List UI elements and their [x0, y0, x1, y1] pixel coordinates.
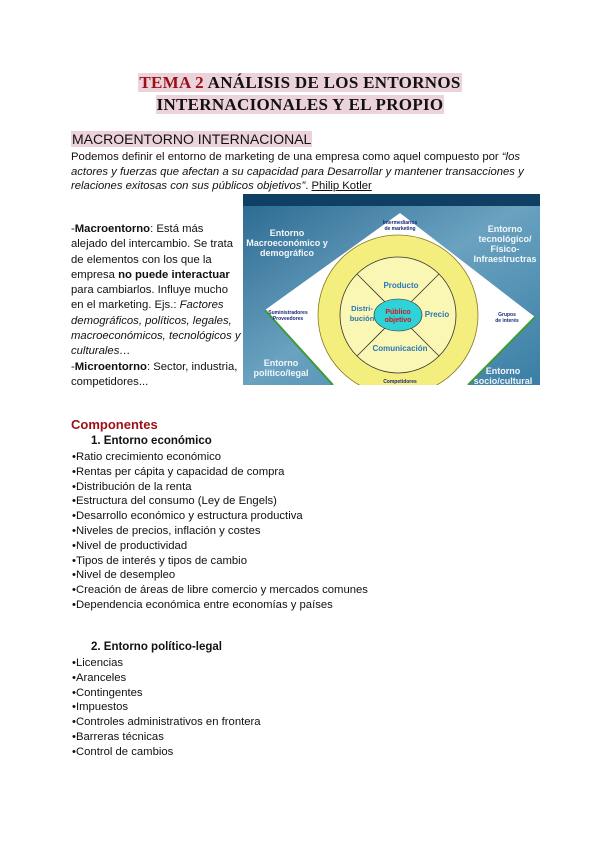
corner-label-tecnologico: Infraestructras: [473, 254, 536, 264]
list-item: Controles administrativos en frontera: [72, 715, 261, 730]
corner-label-politico: Entorno: [264, 358, 299, 368]
macro-label: Macroentorno: [74, 223, 151, 235]
title-text: ANÁLISIS DE LOS ENTORNOS: [207, 73, 461, 92]
intro-text: Podemos definir el entorno de marketing …: [71, 151, 502, 163]
corner-label-macroeconomico: demográfico: [260, 248, 315, 258]
corner-label-tecnologico: Entorno: [488, 224, 523, 234]
quadrant-precio: Precio: [425, 310, 450, 319]
group-title-economico: 1. Entorno económico: [91, 435, 212, 447]
group-title-politico: 2. Entorno político-legal: [91, 641, 222, 653]
list-item: Control de cambios: [72, 745, 261, 760]
edge-label-suministradores: Suministradores: [268, 310, 308, 316]
corner-label-macroeconomico: Macroeconómico y: [246, 238, 328, 248]
list-item: Desarrollo económico y estructura produc…: [72, 509, 368, 524]
corner-label-macroeconomico: Entorno: [270, 228, 305, 238]
list-item: Creación de áreas de libre comercio y me…: [72, 583, 368, 598]
section-heading: MACROENTORNO INTERNACIONAL: [71, 131, 313, 147]
corner-label-sociocultural: Entorno: [486, 366, 521, 376]
center-ellipse: [373, 298, 423, 332]
quadrant-distribucion: Distri-: [351, 304, 373, 313]
list-item: Ratio crecimiento económico: [72, 450, 368, 465]
edge-label-suministradores: Proveedores: [273, 316, 304, 322]
edge-label-grupos: Grupos: [498, 312, 516, 318]
center-publico-objetivo: Público: [385, 309, 410, 316]
tema-label: TEMA 2: [139, 73, 204, 92]
corner-label-politico: político/legal: [253, 368, 308, 378]
edge-label-competidores: Competidores: [383, 379, 417, 385]
list-item: Dependencia económica entre economías y …: [72, 598, 368, 613]
macro-text: : Está más alejado del intercambio. Se t…: [71, 223, 234, 281]
corner-label-tecnologico: tecnológico/: [478, 234, 532, 244]
list-item: Nivel de productividad: [72, 539, 368, 554]
intro-paragraph: Podemos definir el entorno de marketing …: [71, 150, 531, 194]
list-item: Estructura del consumo (Ley de Engels): [72, 494, 368, 509]
quadrant-distribucion: bución: [350, 314, 375, 323]
list-item: Barreras técnicas: [72, 730, 261, 745]
corner-label-tecnologico: Físico-: [490, 244, 519, 254]
list-item: Rentas per cápita y capacidad de compra: [72, 465, 368, 480]
corner-label-sociocultural: socio/cultural: [474, 376, 533, 385]
macro-micro-text: -Macroentorno: Está más alejado del inte…: [71, 223, 241, 388]
edge-label-grupos: de interés: [495, 318, 519, 324]
edge-label-intermediarios: Intermediarios: [383, 220, 418, 226]
list-item: Nivel de desempleo: [72, 568, 368, 583]
list-item: Impuestos: [72, 700, 261, 715]
macro-text-2: para cambiarlos. Influye mucho en el mar…: [71, 284, 228, 312]
list-item: Niveles de precios, inflación y costes: [72, 524, 368, 539]
macro-examples: Factores demográficos, políticos, legale…: [71, 299, 241, 358]
micro-text: : Sector, industria, competidores...: [71, 360, 238, 388]
page-title-line-2: INTERNACIONALES Y EL PROPIO: [0, 95, 600, 115]
micro-label: Microentorno: [74, 360, 147, 373]
page-title-line-1: TEMA 2 ANÁLISIS DE LOS ENTORNOS: [0, 73, 600, 93]
list-item: Distribución de la renta: [72, 480, 368, 495]
macro-bold: no puede interactuar: [118, 268, 230, 281]
intro-quote: “los actores y fuerzas que afectan a su …: [71, 151, 524, 192]
components-heading: Componentes: [71, 417, 158, 432]
center-publico-objetivo: objetivo: [385, 317, 412, 324]
list-item: Aranceles: [72, 671, 261, 686]
edge-label-intermediarios: de marketing: [384, 226, 415, 232]
author-link: Philip Kotler: [311, 180, 372, 192]
list-economico: Ratio crecimiento económicoRentas per cá…: [72, 450, 368, 613]
title-text-2: INTERNACIONALES Y EL PROPIO: [155, 95, 445, 114]
list-item: Tipos de interés y tipos de cambio: [72, 554, 368, 569]
list-item: Licencias: [72, 656, 261, 671]
quadrant-producto: Producto: [383, 281, 418, 290]
list-item: Contingentes: [72, 686, 261, 701]
intro-sep: .: [305, 180, 312, 192]
quadrant-comunicacion: Comunicación: [372, 344, 427, 353]
list-politico: LicenciasArancelesContingentesImpuestosC…: [72, 656, 261, 760]
